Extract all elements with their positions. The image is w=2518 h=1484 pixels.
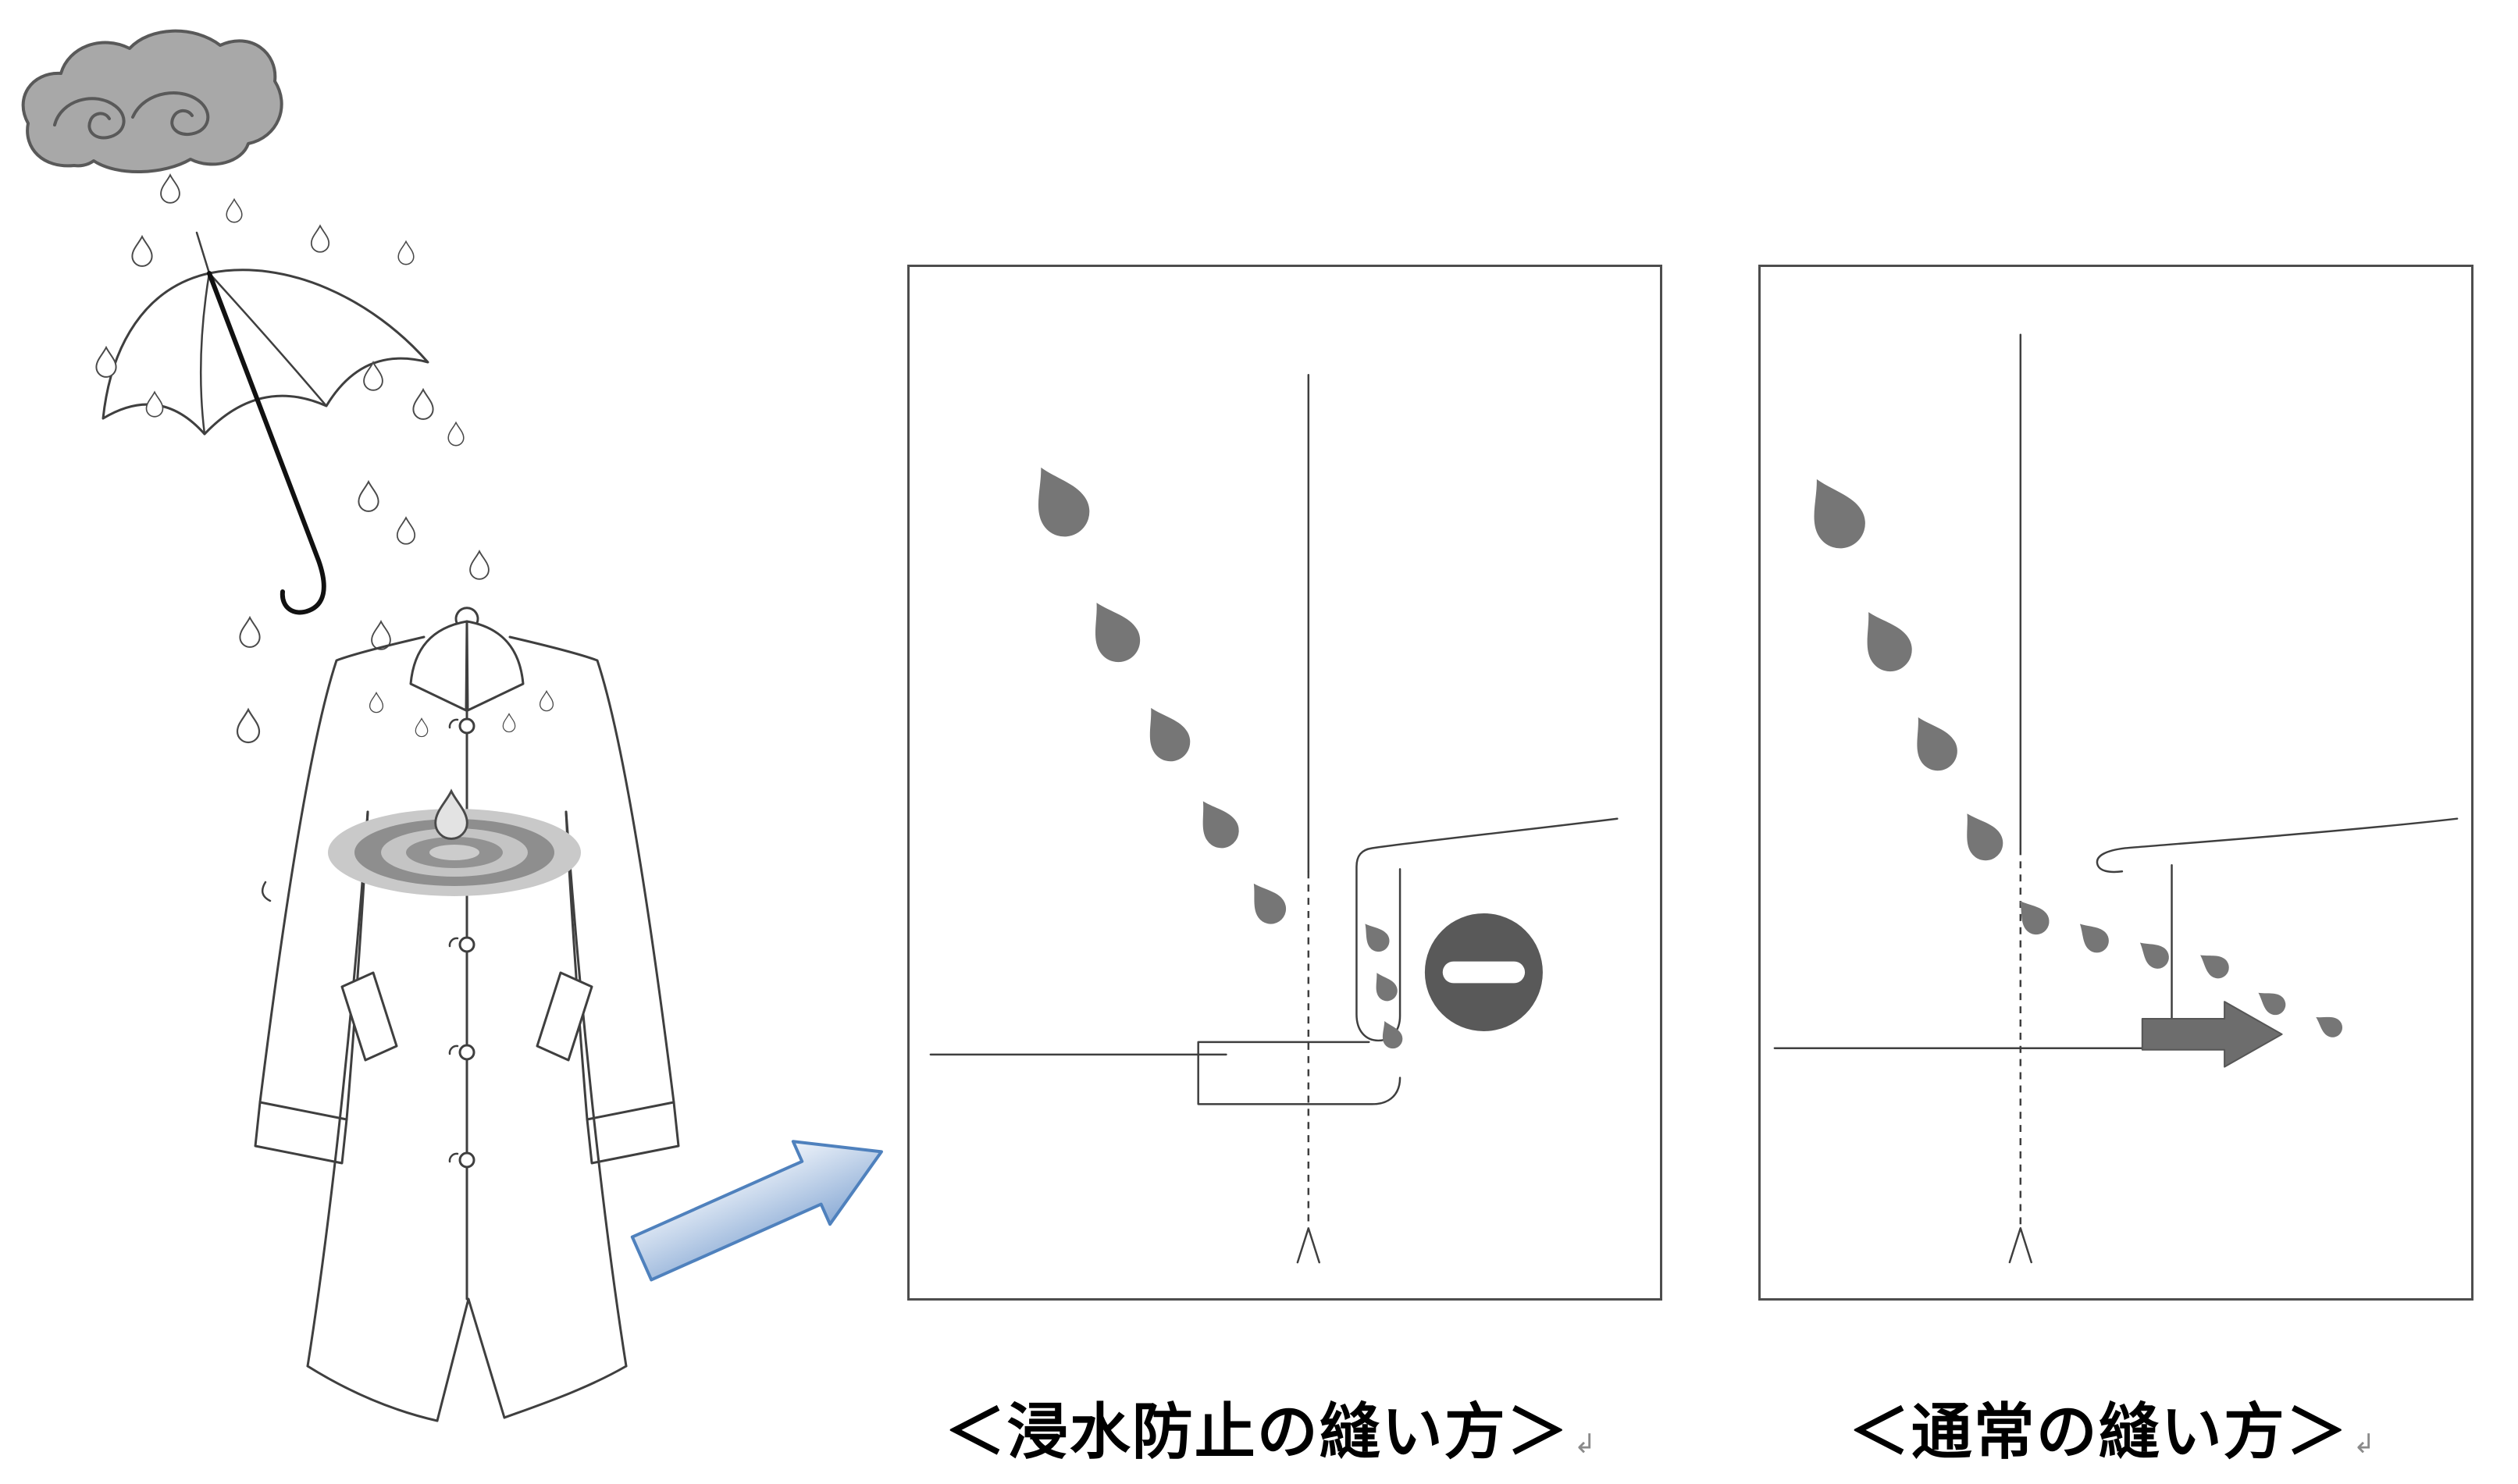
- coat-right-cuff-line: [586, 1101, 675, 1121]
- normal-seam-panel: [1758, 265, 2473, 1301]
- raindrop-icon: [1794, 467, 1875, 557]
- right-arrow-icon: [2141, 1001, 2283, 1068]
- seam-fold-flap: [1197, 1041, 1401, 1105]
- coat-hem-left: [306, 1365, 439, 1422]
- rain-and-coat-illustration: [21, 29, 883, 1422]
- raindrop-icon: [1188, 792, 1246, 855]
- cloud-swirl: [131, 91, 210, 137]
- raindrop-icon: [1367, 967, 1401, 1005]
- blue-pointer-arrow-icon: [630, 1140, 883, 1282]
- raindrop-icon: [2071, 915, 2114, 958]
- water-drop-icon: [434, 790, 468, 840]
- umbrella-rib: [199, 272, 211, 436]
- raindrop-icon: [310, 225, 330, 253]
- raindrop-icon: [1356, 916, 1394, 956]
- raindrop-icon: [1901, 707, 1965, 778]
- coat-right-side: [565, 810, 628, 1368]
- water-ripple-icon: [328, 790, 581, 896]
- raindrop-icon: [2010, 892, 2055, 940]
- waterproof-caption: ＜浸水防止の縫い方＞↲: [945, 1383, 1598, 1471]
- coat-hanger-loop: [454, 607, 479, 625]
- raindrop-icon: [2132, 934, 2174, 973]
- raindrop-icon: [358, 481, 379, 512]
- normal-seam-diagram: [1773, 333, 2459, 1264]
- raindrop-icon: [1077, 592, 1149, 671]
- button: [458, 1044, 475, 1061]
- waterproof-seam-panel: [907, 265, 1662, 1301]
- coat-left-side: [306, 810, 369, 1368]
- raindrop-icon: [2194, 946, 2234, 983]
- raindrop-icon: [1134, 698, 1198, 769]
- raindrop-icon: [1019, 455, 1099, 546]
- normal-caption: ＜通常の縫い方＞↲: [1849, 1383, 2377, 1471]
- waterproof-caption-text: ＜浸水防止の縫い方＞: [944, 1397, 1569, 1466]
- no-entry-icon: [1424, 913, 1543, 1032]
- raindrop-icon: [396, 517, 416, 545]
- raindrop-icon: [502, 713, 516, 733]
- raindrop-icon: [447, 422, 465, 447]
- fabric-upper: [2096, 817, 2459, 874]
- coat-pocket-right: [536, 971, 593, 1062]
- umbrella-ferrule: [195, 231, 211, 275]
- stitch-end-fork: [2008, 1226, 2032, 1264]
- raindrops-solid: [1794, 467, 2346, 1041]
- button: [458, 936, 475, 953]
- raindrop-icon: [2310, 1009, 2346, 1041]
- buttonhole: [448, 1152, 459, 1163]
- coat-right-sleeve: [508, 635, 675, 1104]
- umbrella-icon: [102, 231, 429, 615]
- raindrop-icon: [95, 347, 117, 378]
- button: [458, 717, 475, 735]
- raindrop-icon: [2252, 984, 2290, 1020]
- coat-vent: [436, 1297, 506, 1422]
- normal-caption-text: ＜通常の縫い方＞: [1848, 1397, 2349, 1466]
- sleeve-fold-mark: [261, 881, 272, 902]
- coat-buttons: [448, 717, 475, 1169]
- raindrop-icon: [369, 692, 384, 714]
- stitch-end-fork: [1296, 1227, 1320, 1264]
- cloud-swirl: [53, 97, 126, 140]
- coat-hem-right: [503, 1365, 628, 1419]
- raindrop-icon: [1241, 874, 1292, 931]
- coat-pocket-left: [340, 971, 398, 1062]
- buttonhole: [448, 1044, 459, 1055]
- rain-cloud-icon: [21, 29, 283, 173]
- raindrop-icon: [539, 690, 554, 712]
- buttonhole: [448, 937, 459, 948]
- coat-left-sleeve: [258, 635, 426, 1104]
- raindrop-icon: [160, 174, 180, 204]
- raindrop-icon: [397, 240, 415, 265]
- return-mark: ↲: [2352, 1429, 2377, 1459]
- button: [458, 1151, 475, 1169]
- coat-icon: [254, 607, 680, 1422]
- raindrop-icon: [239, 617, 261, 648]
- coat-left-cuff: [254, 1101, 348, 1165]
- raindrop-icon: [1849, 601, 1920, 680]
- raindrop-icon: [131, 236, 153, 267]
- raindrop-icon: [226, 198, 243, 223]
- waterproof-seam-diagram: [929, 374, 1619, 1264]
- umbrella-rib: [208, 272, 328, 407]
- umbrella-pole: [207, 271, 326, 615]
- coat-collar-left: [409, 620, 468, 712]
- raindrop-icon: [412, 389, 434, 420]
- coat-right-cuff: [586, 1101, 680, 1165]
- raindrop-icon: [469, 550, 490, 580]
- coat-collar-right: [465, 620, 525, 712]
- raindrop-icon: [415, 717, 429, 738]
- coat-left-cuff-line: [258, 1101, 348, 1121]
- raindrop-icon: [1952, 804, 2010, 867]
- raindrop-icon: [236, 708, 261, 744]
- raindrops-solid: [1019, 455, 1406, 1052]
- raindrop-icon: [1375, 1016, 1406, 1052]
- buttonhole: [448, 718, 459, 729]
- return-mark: ↲: [1573, 1429, 1598, 1459]
